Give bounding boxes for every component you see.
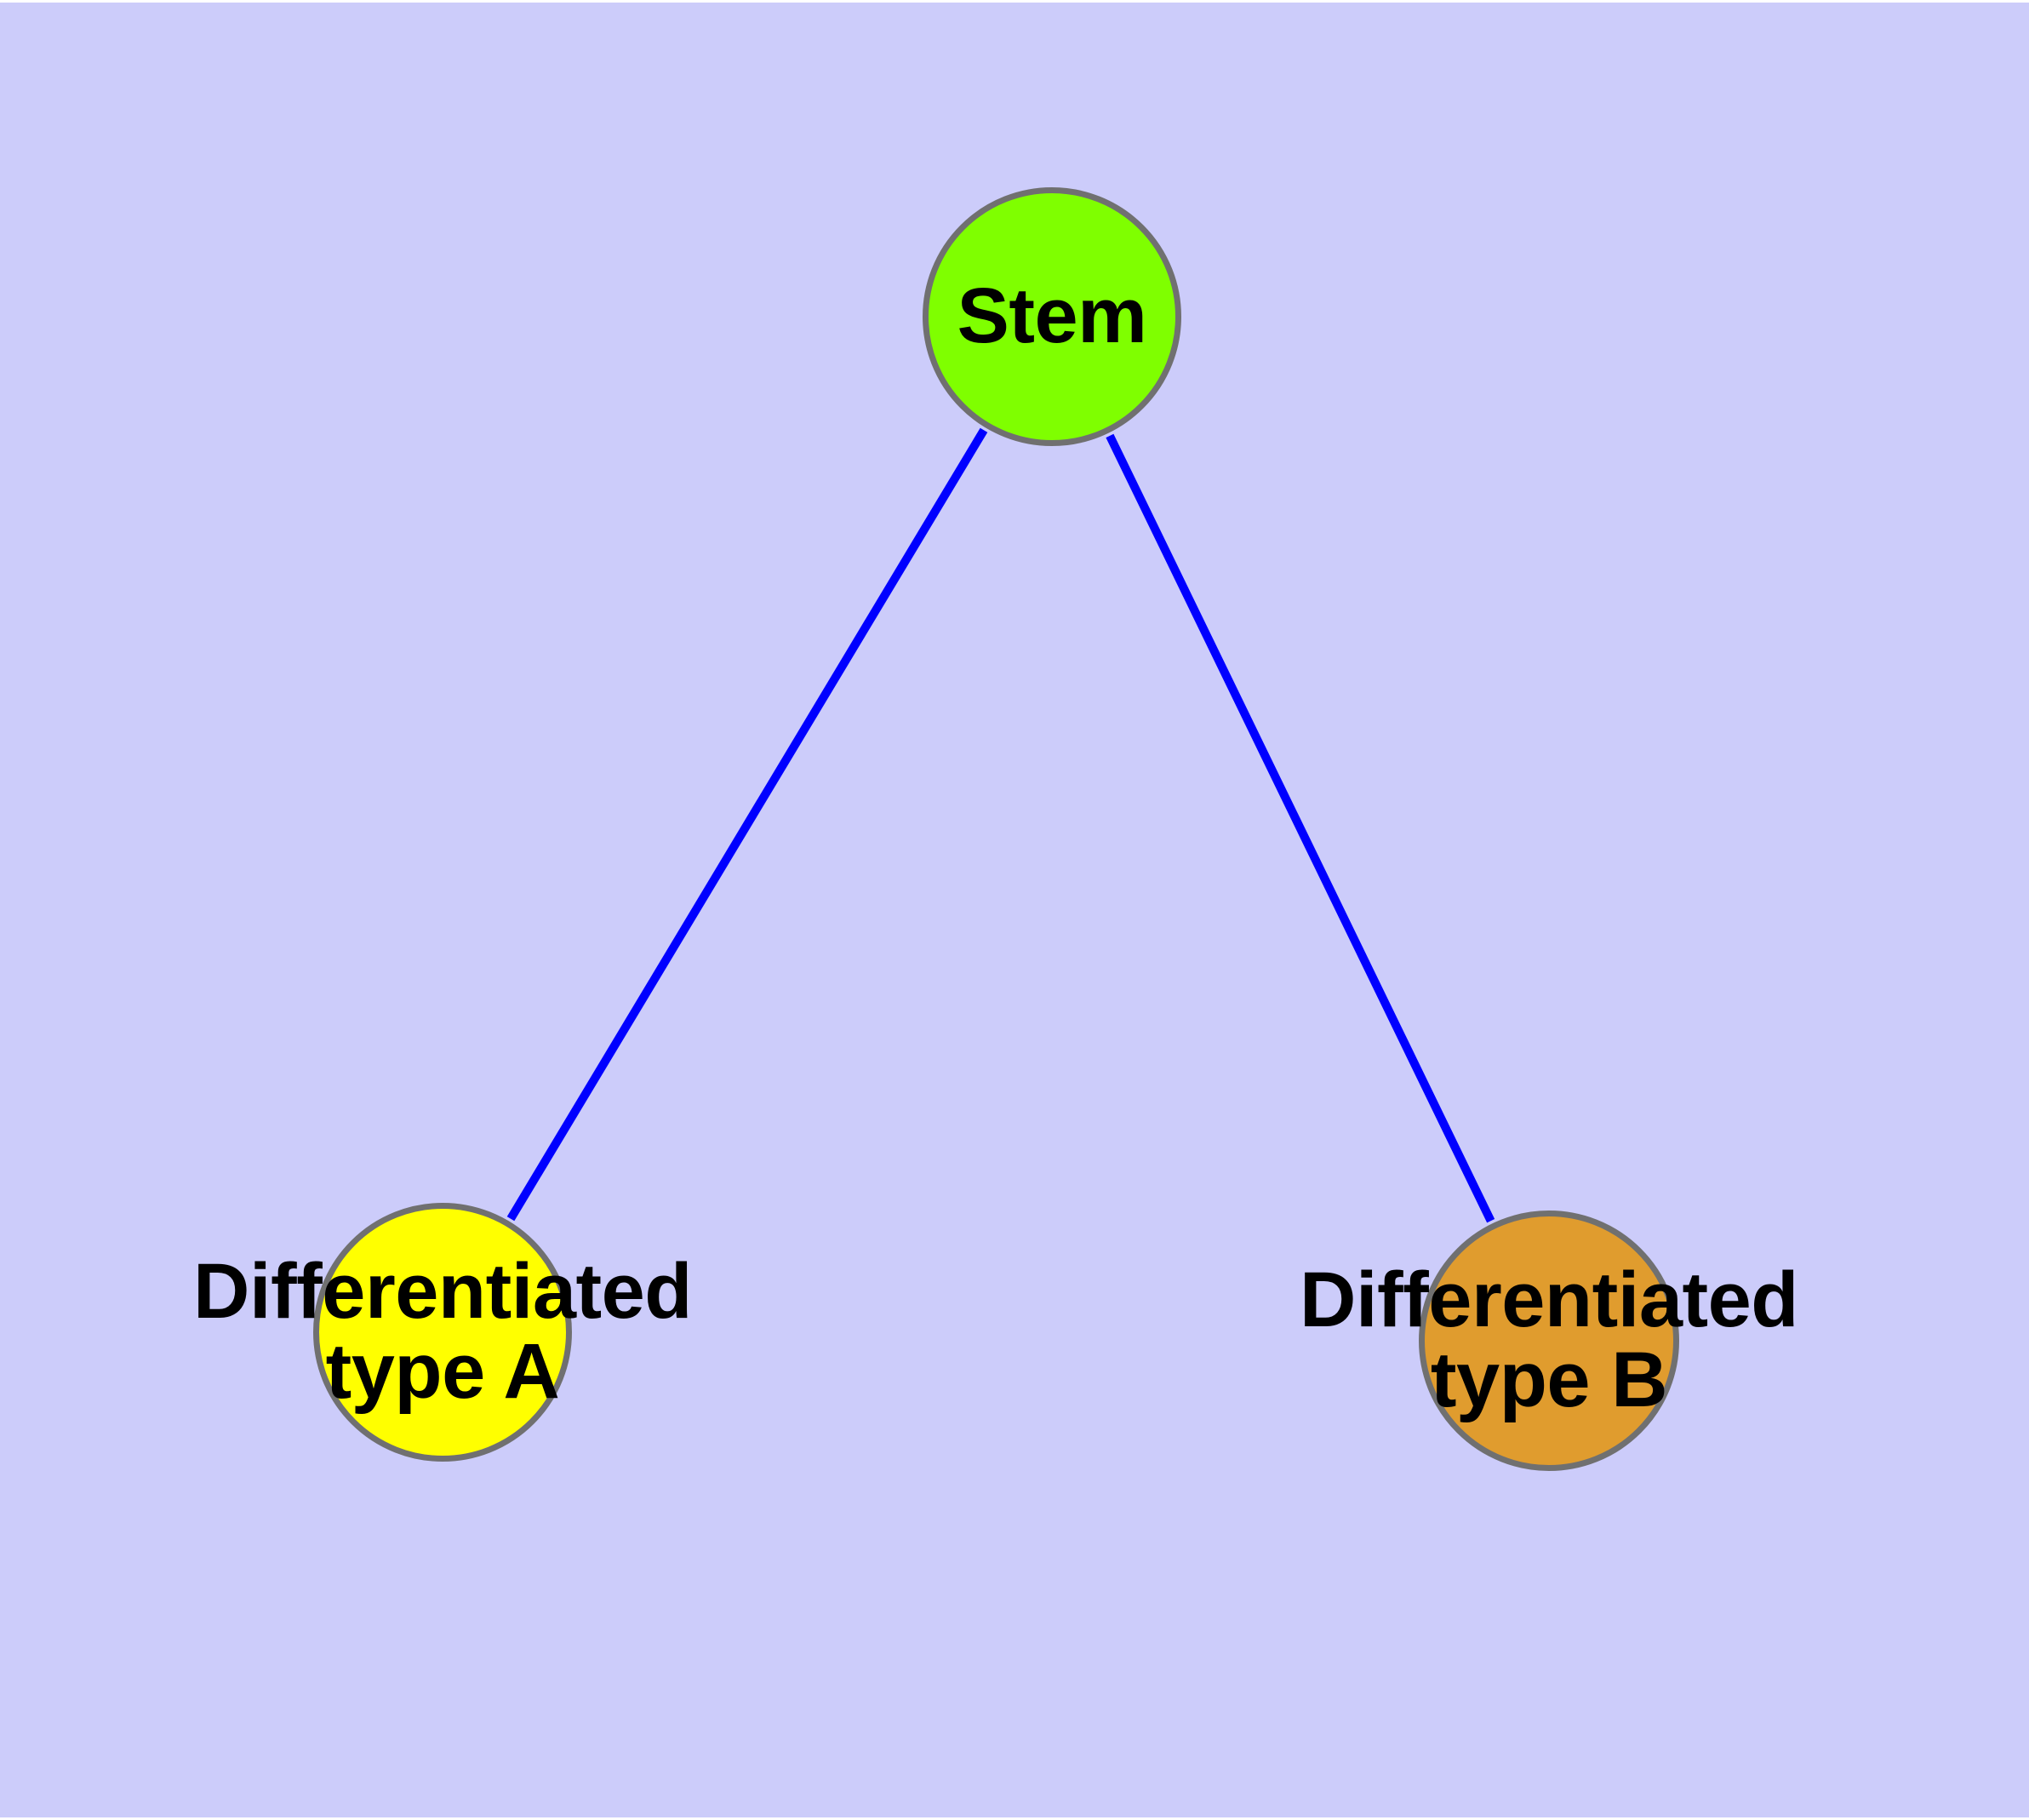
graph-node-stem[interactable] — [923, 187, 1181, 446]
graph-node-diff-a[interactable] — [313, 1203, 572, 1462]
graph-node-diff-b[interactable] — [1419, 1210, 1679, 1471]
